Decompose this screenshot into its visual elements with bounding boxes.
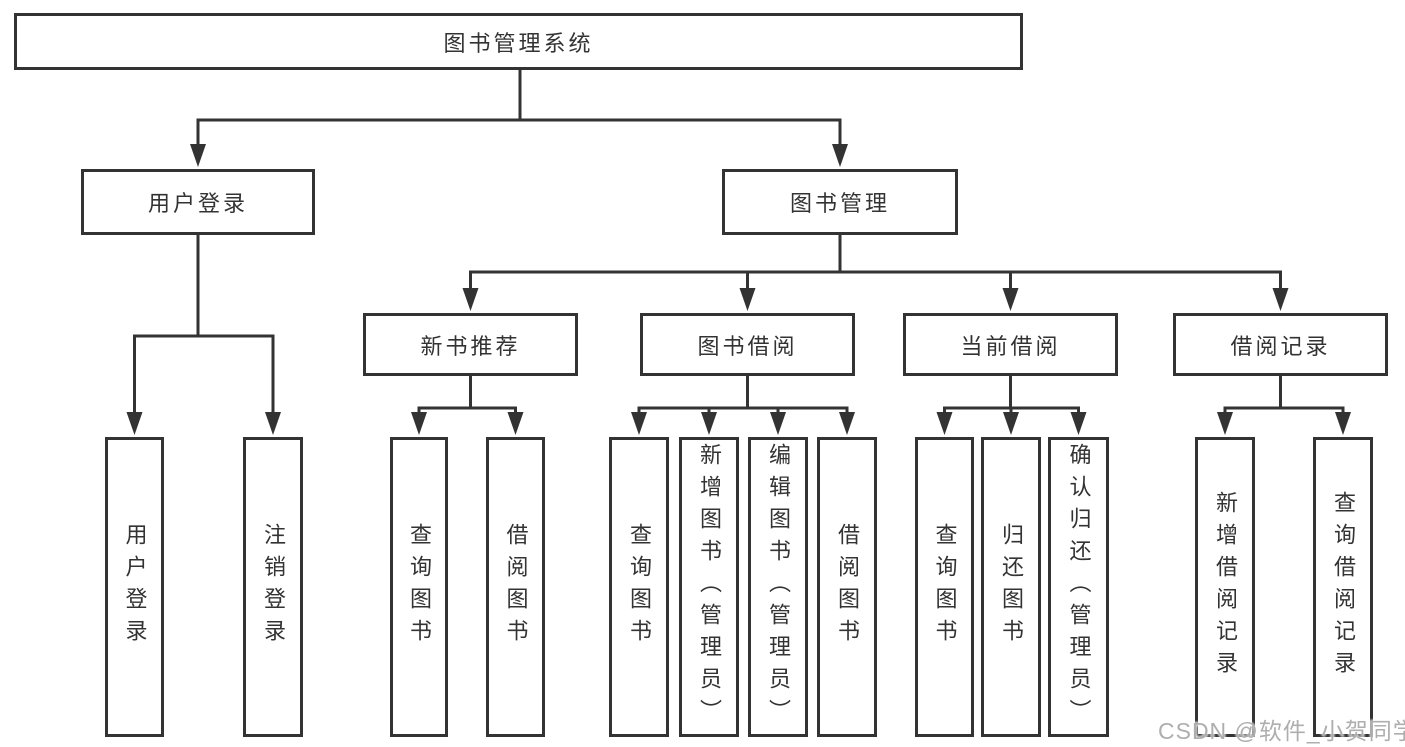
leaf-label: 编辑图书（管理员） — [766, 443, 791, 731]
leaf-query-borrow-record: 查询借阅记录 — [1313, 437, 1373, 737]
leaf-label: 注销登录 — [261, 523, 286, 651]
node-label: 图书借阅 — [697, 333, 798, 359]
leaf-label: 借阅图书 — [503, 523, 529, 651]
leaf-return-book: 归还图书 — [981, 437, 1041, 737]
node-book-borrowing: 图书借阅 — [640, 313, 855, 376]
leaf-add-borrow-record: 新增借阅记录 — [1195, 437, 1255, 737]
arrowhead-icons — [126, 144, 1351, 435]
node-root-label: 图书管理系统 — [443, 30, 594, 56]
leaf-user-login: 用户登录 — [105, 437, 164, 737]
leaf-label: 确认归还（管理员） — [1066, 443, 1092, 731]
leaf-label: 借阅图书 — [835, 523, 860, 651]
leaf-label: 归还图书 — [999, 523, 1024, 651]
csdn-watermark: CSDN @软件_小贺同学 — [1158, 718, 1405, 744]
node-borrowing-records: 借阅记录 — [1173, 313, 1388, 376]
leaf-confirm-return-admin: 确认归还（管理员） — [1048, 437, 1109, 737]
leaf-query-book-recommend: 查询图书 — [390, 437, 448, 737]
leaf-label: 查询图书 — [932, 523, 958, 651]
leaf-query-book-current: 查询图书 — [915, 437, 974, 737]
node-current-borrowing: 当前借阅 — [903, 313, 1118, 376]
node-root-system: 图书管理系统 — [14, 13, 1023, 70]
node-book-management-branch: 图书管理 — [722, 169, 958, 235]
node-label: 新书推荐 — [420, 333, 521, 359]
leaf-label: 用户登录 — [122, 523, 148, 651]
leaf-label: 新增图书（管理员） — [697, 443, 722, 731]
node-label: 用户登录 — [147, 191, 248, 216]
leaf-query-book-borrow: 查询图书 — [609, 437, 669, 737]
node-label: 借阅记录 — [1230, 333, 1331, 359]
node-label: 图书管理 — [789, 191, 890, 216]
leaf-edit-book-admin: 编辑图书（管理员） — [748, 437, 808, 737]
leaf-label: 查询借阅记录 — [1331, 491, 1356, 683]
node-new-book-recommend: 新书推荐 — [363, 313, 578, 376]
leaf-add-book-admin: 新增图书（管理员） — [679, 437, 739, 737]
leaf-label: 新增借阅记录 — [1213, 491, 1238, 683]
leaf-logout: 注销登录 — [243, 437, 303, 737]
node-label: 当前借阅 — [960, 333, 1061, 359]
leaf-borrow-book-recommend: 借阅图书 — [486, 437, 545, 737]
leaf-label: 查询图书 — [627, 523, 652, 651]
leaf-borrow-book: 借阅图书 — [817, 437, 877, 737]
leaf-label: 查询图书 — [407, 523, 432, 651]
node-user-login-branch: 用户登录 — [81, 169, 315, 235]
